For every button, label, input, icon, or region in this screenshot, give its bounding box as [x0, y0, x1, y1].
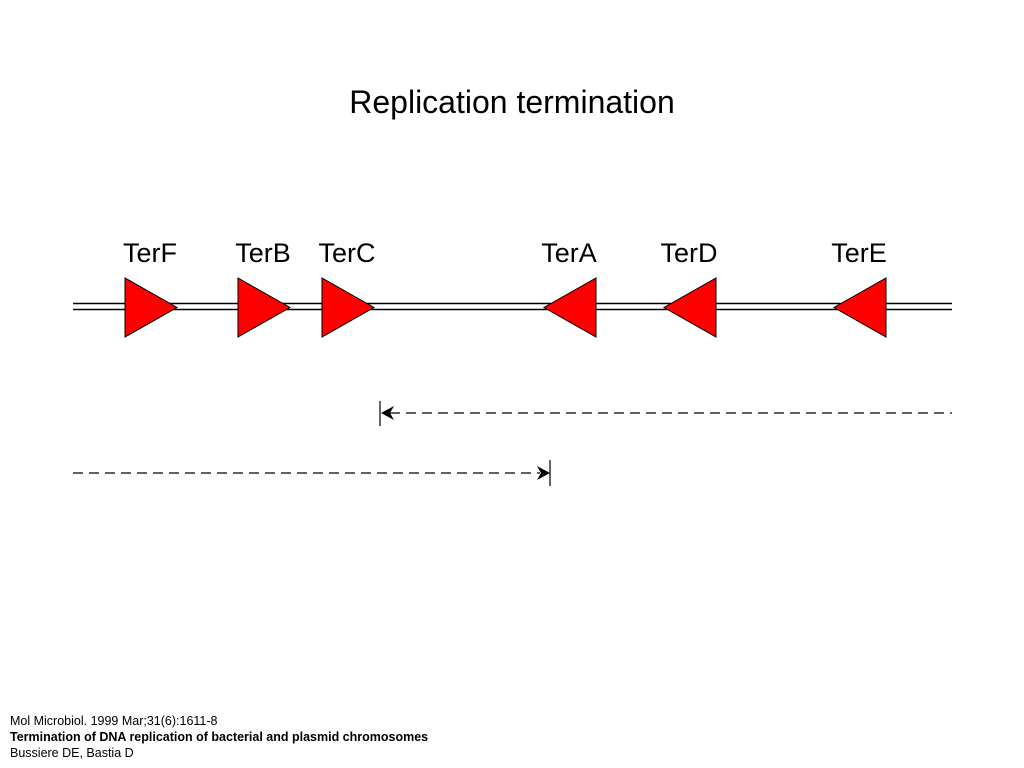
tere-triangle: [832, 277, 887, 338]
terc-triangle: [321, 277, 376, 338]
chromosome-line: [73, 302, 952, 311]
leftward-fork-arrow: [379, 401, 952, 426]
terd-triangle: [662, 277, 717, 338]
terf-triangle: [124, 277, 179, 338]
terb-triangle: [237, 277, 292, 338]
ter-label-terc: TerC: [318, 238, 376, 268]
rightward-fork-arrow: [73, 460, 551, 486]
citation: Mol Microbiol. 1999 Mar;31(6):1611-8 Ter…: [10, 713, 428, 761]
tera-triangle: [542, 277, 597, 338]
citation-article-title: Termination of DNA replication of bacter…: [10, 730, 429, 744]
citation-journal: Mol Microbiol. 1999 Mar;31(6):1611-8: [10, 714, 218, 728]
ter-label-terd: TerD: [660, 238, 718, 268]
ter-label-tere: TerE: [831, 238, 887, 268]
citation-authors: Bussiere DE, Bastia D: [10, 746, 134, 760]
slide-title: Replication termination: [349, 84, 675, 120]
ter-label-terb: TerB: [235, 238, 291, 268]
ter-label-tera: TerA: [541, 238, 597, 268]
ter-label-terf: TerF: [123, 238, 177, 268]
